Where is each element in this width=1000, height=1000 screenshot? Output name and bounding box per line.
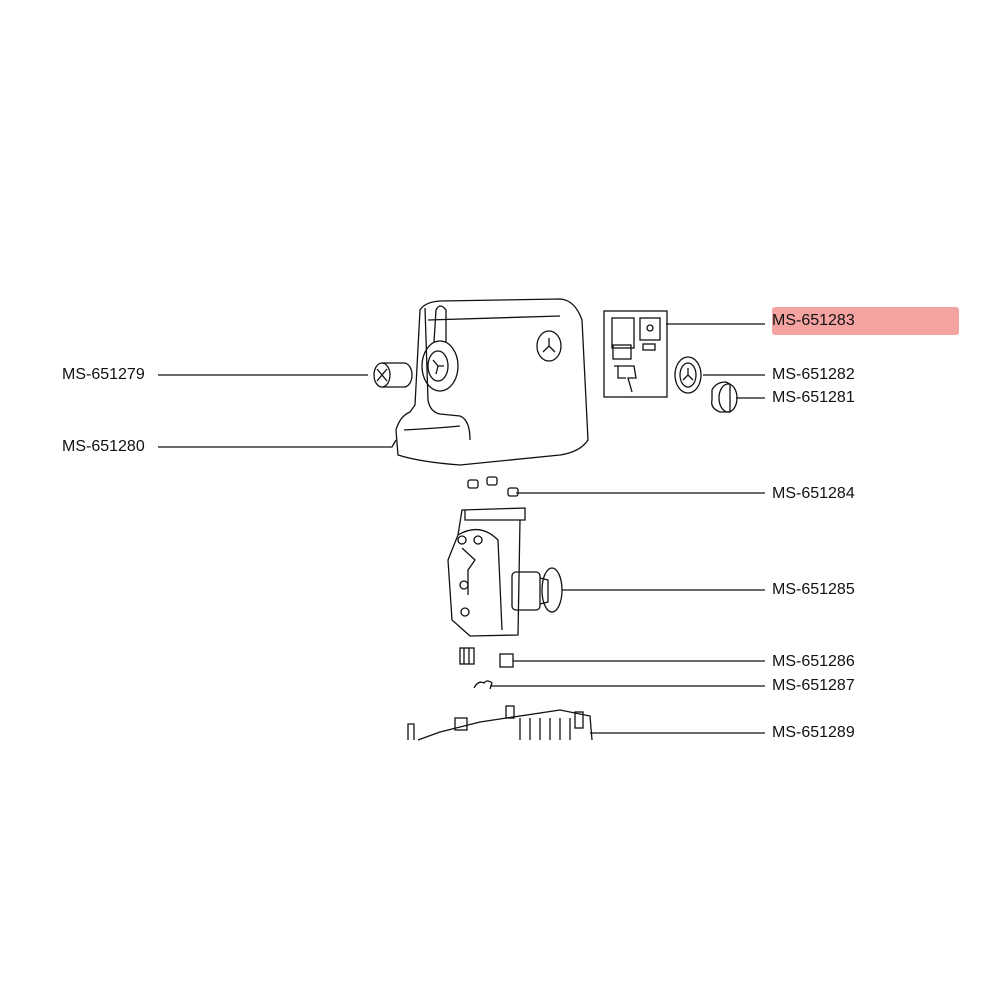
- part-label-651282[interactable]: MS-651282: [772, 366, 855, 383]
- part-label-651289[interactable]: MS-651289: [772, 724, 855, 741]
- part-drawing-651281: [711, 381, 738, 413]
- part-label-651284[interactable]: MS-651284: [772, 485, 855, 502]
- part-drawing-651279: [373, 362, 413, 388]
- part-label-651285[interactable]: MS-651285: [772, 581, 855, 598]
- part-label-651286[interactable]: MS-651286: [772, 653, 855, 670]
- highlighted-part-651283[interactable]: MS-651283: [772, 307, 959, 335]
- part-label-651280[interactable]: MS-651280: [62, 438, 145, 455]
- part-drawing-651289: [407, 705, 593, 741]
- part-drawing-651287: [473, 680, 493, 690]
- part-label-651281[interactable]: MS-651281: [772, 389, 855, 406]
- part-label-651283[interactable]: MS-651283: [772, 312, 855, 329]
- part-label-651287[interactable]: MS-651287: [772, 677, 855, 694]
- leader-lines: [158, 323, 765, 734]
- part-drawing-651284: [467, 476, 519, 497]
- part-drawing-651286: [459, 647, 514, 668]
- part-drawing-651280: [395, 298, 589, 466]
- leader-line-651280: [158, 439, 397, 448]
- part-drawing-651282: [674, 356, 702, 394]
- part-label-651279[interactable]: MS-651279: [62, 366, 145, 383]
- part-drawing-651283: [603, 310, 668, 398]
- part-drawing-651285: [447, 507, 563, 637]
